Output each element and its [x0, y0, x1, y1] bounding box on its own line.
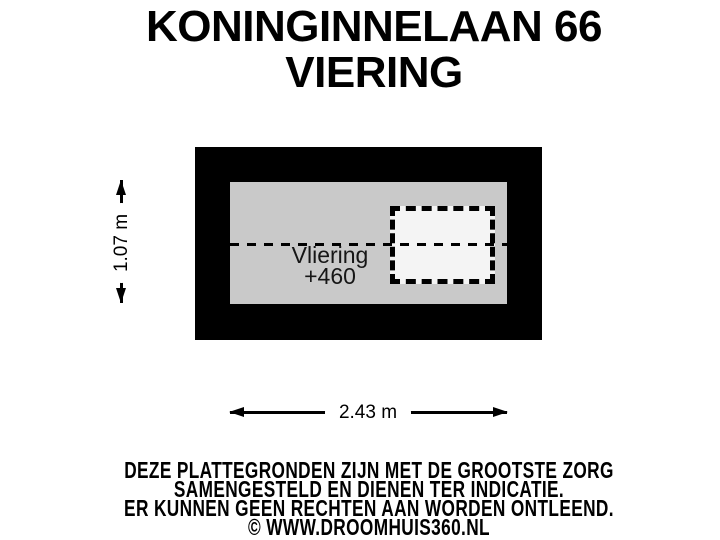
title-address: KONINGINNELAAN 66	[146, 2, 603, 51]
arrowhead-left-icon	[229, 407, 244, 417]
arrowhead-up-icon	[116, 180, 126, 195]
room-label: Vliering +460	[291, 242, 369, 289]
title-floor-name: VIERING	[285, 48, 463, 97]
height-dimension-pill	[108, 203, 135, 283]
disclaimer-line-3: ER KUNNEN GEEN RECHTEN AAN WORDEN ONTLEE…	[124, 495, 614, 521]
room-name: Vliering	[291, 242, 369, 268]
disclaimer: DEZE PLATTEGRONDEN ZIJN MET DE GROOTSTE …	[124, 457, 614, 540]
arrowhead-down-icon	[116, 288, 126, 303]
disclaimer-line-1: DEZE PLATTEGRONDEN ZIJN MET DE GROOTSTE …	[124, 457, 614, 483]
disclaimer-line-4: © WWW.DROOMHUIS360.NL	[248, 514, 490, 540]
width-dimension-label: 2.43 m	[338, 402, 398, 423]
center-dashed-line	[230, 243, 507, 246]
arrowhead-right-icon	[493, 407, 508, 417]
room-level: +460	[304, 263, 356, 289]
width-dimension-pill: 2.43 m	[325, 399, 411, 427]
height-dimension-label: 1.07 m	[111, 213, 132, 273]
disclaimer-line-2: SAMENGESTELD EN DIENEN TER INDICATIE.	[173, 476, 565, 502]
floor-plan: Vliering +460	[195, 147, 542, 340]
page-title: KONINGINNELAAN 66 VIERING	[146, 2, 603, 97]
